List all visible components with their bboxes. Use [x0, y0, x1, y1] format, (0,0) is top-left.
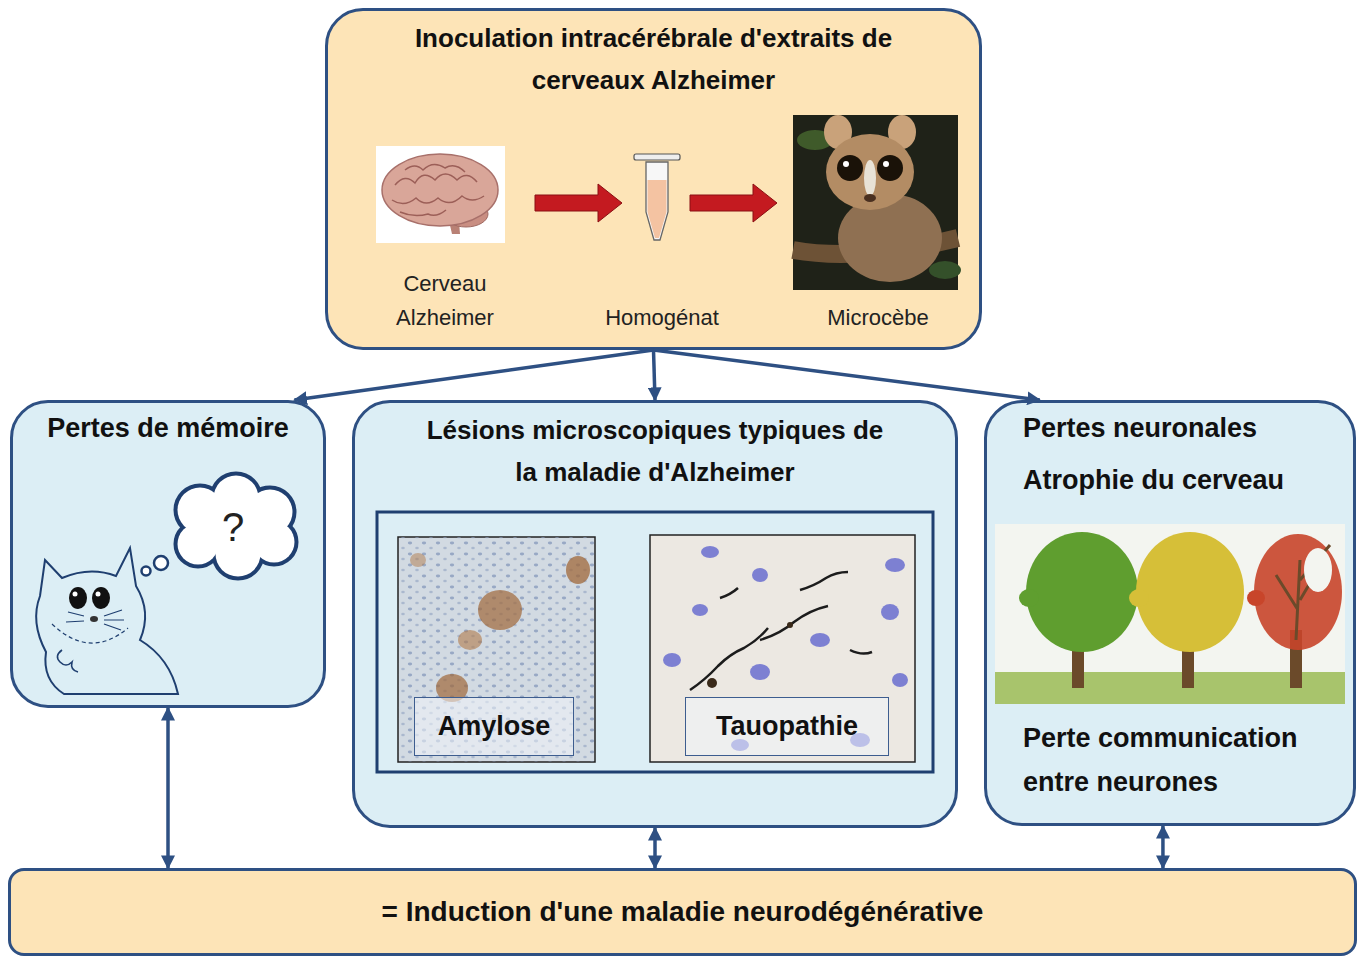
process-box: Inoculation intracérébrale d'extraits de… [325, 8, 982, 350]
connector-arrow [653, 828, 657, 868]
box-heading: Tauopathie [686, 698, 888, 755]
box-text: Atrophie du cerveau [1023, 462, 1353, 498]
connector-arrow [1161, 826, 1165, 868]
connector-arrow [166, 708, 170, 868]
picture-caption: Microcèbe [808, 301, 948, 335]
box-heading: Lésions microscopiques typiques de la ma… [425, 409, 885, 493]
thought-symbol: ? [208, 502, 258, 552]
box-heading: Amylose [415, 698, 573, 755]
picture-caption: Homogénat [592, 301, 732, 335]
connector-arrow [654, 350, 1040, 400]
result-box: Lésions microscopiques typiques de la ma… [352, 400, 958, 828]
box-text: Perte communication entre neurones [1023, 716, 1333, 804]
result-box: Pertes de mémoire [10, 400, 326, 708]
box-heading: Pertes de mémoire [13, 411, 323, 445]
box-heading: = Induction d'une maladie neurodégénérat… [11, 871, 1354, 953]
connector-arrow [294, 350, 653, 400]
box-heading: Pertes neuronales [1023, 410, 1353, 446]
result-box: Pertes neuronalesAtrophie du cerveauPert… [984, 400, 1356, 826]
image-caption-box: Tauopathie [685, 697, 889, 756]
box-heading: Inoculation intracérébrale d'extraits de… [381, 17, 926, 101]
image-caption-box: Amylose [414, 697, 574, 756]
connector-arrow [654, 350, 656, 400]
conclusion-box: = Induction d'une maladie neurodégénérat… [8, 868, 1357, 956]
picture-caption: Cerveau Alzheimer [370, 267, 520, 335]
